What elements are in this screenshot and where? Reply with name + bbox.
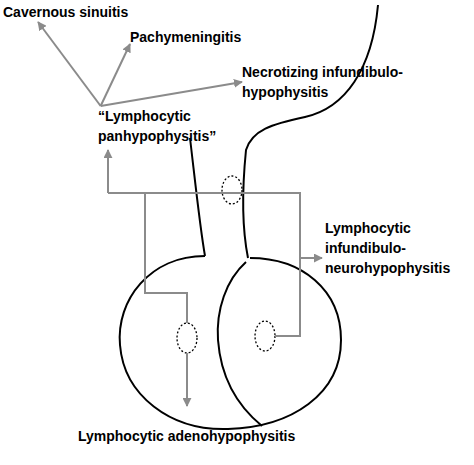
arrow-connector [101, 44, 130, 106]
node-text: Pachymeningitis [130, 27, 241, 47]
neuro-arrow [300, 257, 322, 259]
adeno-arrow [186, 353, 188, 406]
arrow-connector [101, 82, 242, 106]
label-node: Lymphocytic infundibulo- neurohypophysit… [325, 218, 473, 278]
arrow-connector [38, 22, 101, 106]
left-connector [145, 193, 187, 323]
node-text: Lymphocytic infundibulo- neurohypophysit… [325, 218, 473, 278]
anterior-site [177, 323, 197, 353]
node-text: Cavernous sinuitis [3, 2, 128, 22]
upper-connector [108, 193, 300, 336]
posterior-site [255, 321, 275, 351]
stalk-site [222, 176, 242, 204]
node-text: Lymphocytic adenohypophysitis [78, 426, 295, 446]
posterior-lobe-border [218, 262, 262, 426]
label-node: Pachymeningitis [130, 27, 241, 47]
label-node: Lymphocytic adenohypophysitis [78, 426, 295, 446]
lesion-sites [177, 176, 275, 353]
label-node: Necrotizing infundibulo- hypophysitis [242, 62, 442, 102]
site-connectors [108, 150, 322, 406]
node-text: “Lymphocytic panhypophysitis” [98, 106, 230, 146]
node-text: Necrotizing infundibulo- hypophysitis [242, 62, 442, 102]
label-node: Cavernous sinuitis [3, 2, 128, 22]
lobe-outline [120, 256, 341, 429]
stalk-left [190, 138, 205, 256]
pan-arrow [107, 150, 109, 193]
label-node: “Lymphocytic panhypophysitis” [98, 106, 230, 146]
